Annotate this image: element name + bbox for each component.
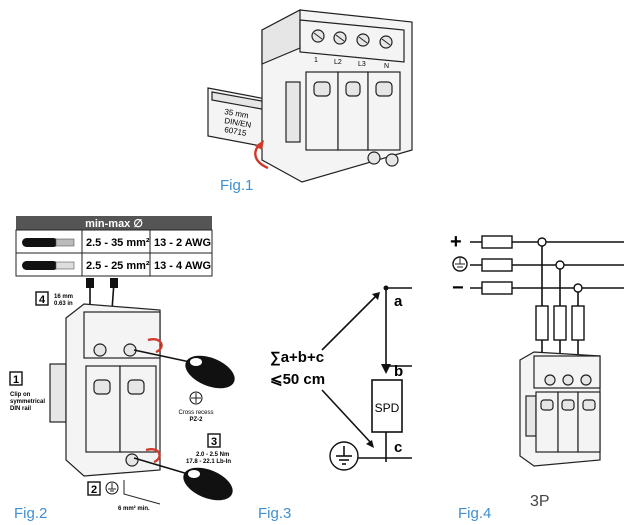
fig3-label: Fig.3 xyxy=(258,505,291,522)
fig4-device xyxy=(519,351,601,467)
fig3-limit: ⩽50 cm xyxy=(270,371,325,388)
fig4-type: 3P xyxy=(530,493,550,510)
step1-text-2: symmetrical xyxy=(10,399,45,405)
wire-icon-ferrule xyxy=(22,261,75,270)
fig4-wiring: + − xyxy=(450,231,624,366)
cross-recess-text-1: Cross recess xyxy=(178,410,213,416)
step4-text-2: 0.63 in xyxy=(54,301,73,307)
spd-box xyxy=(371,379,403,433)
step2-badge xyxy=(87,481,101,496)
cross-recess-icon xyxy=(189,391,203,405)
din-rail-text-1: 35 mm xyxy=(224,107,250,120)
terminal-label-4: N xyxy=(384,63,389,70)
screwdriver-bottom xyxy=(133,448,233,501)
ground-wire-text: 6 mm² min. xyxy=(118,505,150,512)
fig1-label: Fig.1 xyxy=(220,177,253,194)
step1-text-3: DIN rail xyxy=(10,406,31,412)
fig4-label: Fig.4 xyxy=(458,505,491,522)
table-row1-awg: 13 - 2 AWG xyxy=(154,237,211,249)
table-row2-mm: 2.5 - 25 mm² xyxy=(86,260,150,272)
step1-num: 1 xyxy=(13,374,19,386)
table-header: min-max ∅ xyxy=(85,218,143,230)
fig2-device xyxy=(49,278,235,501)
din-rail-text-3: 60715 xyxy=(224,125,248,138)
terminal-label-1: 1 xyxy=(314,57,318,64)
fig2-label: Fig.2 xyxy=(14,505,47,522)
step4-num: 4 xyxy=(39,294,46,306)
step3-text-1: 2.0 - 2.5 Nm xyxy=(196,452,229,458)
step3-badge xyxy=(207,433,221,448)
step1-text-1: Clip on xyxy=(10,392,31,398)
wire-icon-solid xyxy=(22,238,75,247)
step4-text-1: 16 mm xyxy=(54,294,73,300)
fig3-point-a: a xyxy=(394,293,403,310)
wire-size-table: min-max ∅ 2.5 - 35 mm² 13 - 2 AWG 2.5 - … xyxy=(15,216,213,277)
terminal-screws xyxy=(311,29,393,49)
fig3-spd-label: SPD xyxy=(375,401,400,415)
terminal-label-2: L2 xyxy=(334,59,342,66)
fig3-point-c: c xyxy=(394,439,402,456)
fig4-minus: − xyxy=(452,277,464,299)
fig3-formula: ∑a+b+c xyxy=(270,349,324,366)
step1-badge xyxy=(9,371,23,386)
cross-recess-text-2: PZ-2 xyxy=(189,417,203,423)
ground-icon-fig4 xyxy=(452,256,468,272)
cartridges xyxy=(305,71,401,151)
step2-num: 2 xyxy=(91,484,97,496)
table-row1-mm: 2.5 - 35 mm² xyxy=(86,237,150,249)
step4-badge xyxy=(35,291,49,306)
table-row2-awg: 13 - 4 AWG xyxy=(154,260,211,272)
fig3-wiring xyxy=(321,285,412,471)
terminal-label-3: L3 xyxy=(358,61,366,68)
ground-icon-small xyxy=(105,481,119,495)
step3-num: 3 xyxy=(211,436,217,448)
fig3-point-b: b xyxy=(394,363,403,380)
fig4-plus: + xyxy=(450,231,462,253)
step3-text-2: 17.8 - 22.1 Lb-In xyxy=(186,459,231,465)
fig1-device: 35 mm DIN/EN 60715 1 L2 L3 N xyxy=(207,9,413,183)
screwdriver-top xyxy=(133,338,235,389)
